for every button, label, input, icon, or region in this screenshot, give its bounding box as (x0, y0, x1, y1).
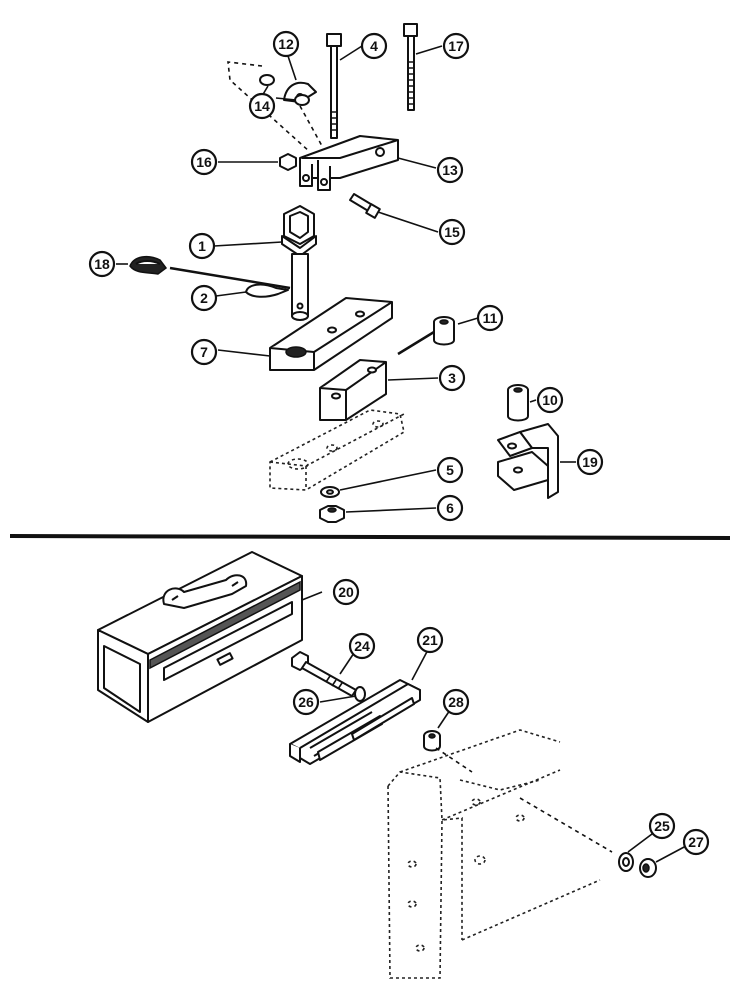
callout-17: 17 (442, 32, 470, 60)
callout-12: 12 (272, 30, 300, 58)
callout-10: 10 (536, 386, 564, 414)
callout-leaders (116, 45, 687, 863)
svg-text:3: 3 (448, 370, 456, 386)
svg-text:17: 17 (448, 38, 464, 54)
callout-6: 6 (436, 494, 464, 522)
part-20-toolbox (97, 551, 303, 723)
section-divider (9, 534, 731, 540)
svg-text:11: 11 (483, 310, 498, 326)
svg-text:2: 2 (200, 290, 208, 306)
callout-3: 3 (438, 364, 466, 392)
part-28-spacer (423, 730, 441, 752)
callout-19: 19 (576, 448, 604, 476)
part-18-lynch-pin (129, 255, 168, 275)
svg-text:16: 16 (196, 154, 212, 170)
svg-text:28: 28 (448, 694, 464, 710)
callout-20: 20 (332, 578, 360, 606)
svg-text:21: 21 (422, 632, 438, 648)
callout-14: 14 (248, 92, 276, 120)
part-21-channel (289, 679, 421, 765)
svg-text:26: 26 (298, 694, 314, 710)
svg-text:5: 5 (446, 462, 454, 478)
svg-text:1: 1 (198, 238, 206, 254)
part-16-nut (279, 153, 297, 171)
svg-text:4: 4 (370, 38, 378, 54)
svg-text:15: 15 (444, 224, 460, 240)
part-26-washer (354, 686, 366, 702)
part-24-bolt (291, 651, 357, 697)
svg-text:7: 7 (200, 344, 208, 360)
part-27-nut (639, 858, 657, 878)
svg-text:14: 14 (254, 98, 270, 114)
callout-13: 13 (436, 156, 464, 184)
callout-7: 7 (190, 338, 218, 366)
callout-24: 24 (348, 632, 376, 660)
part-14-washers (259, 74, 310, 106)
part-17-bolt (403, 23, 418, 111)
svg-text:12: 12 (278, 36, 294, 52)
part-13-bracket (299, 135, 399, 191)
part-15-bolt (349, 193, 381, 219)
part-3-block (319, 359, 387, 421)
callout-18: 18 (88, 250, 116, 278)
svg-text:19: 19 (582, 454, 598, 470)
callout-11: 11 (476, 304, 504, 332)
callout-26: 26 (292, 688, 320, 716)
callout-1: 1 (188, 232, 216, 260)
callout-2: 2 (190, 284, 218, 312)
callout-4: 4 (360, 32, 388, 60)
part-6-nut (319, 505, 345, 523)
svg-text:20: 20 (338, 584, 354, 600)
callout-21: 21 (416, 626, 444, 654)
svg-text:25: 25 (654, 818, 670, 834)
svg-text:6: 6 (446, 500, 454, 516)
callout-28: 28 (442, 688, 470, 716)
part-25-washer (618, 852, 634, 872)
svg-text:24: 24 (354, 638, 370, 654)
svg-text:10: 10 (542, 392, 558, 408)
part-19-bracket (497, 423, 559, 499)
svg-text:27: 27 (688, 834, 704, 850)
ghost-lower-plate (269, 409, 405, 491)
part-5-washer (320, 486, 340, 498)
part-2-clip (245, 283, 289, 298)
callout-25: 25 (648, 812, 676, 840)
svg-text:13: 13 (442, 162, 458, 178)
part-11-bushing (433, 316, 455, 346)
callout-15: 15 (438, 218, 466, 246)
callout-27: 27 (682, 828, 710, 856)
part-7-drawbar-plate (269, 297, 393, 371)
part-10-bushing (507, 384, 529, 422)
part-1-hitch-pin (281, 205, 317, 321)
callout-5: 5 (436, 456, 464, 484)
svg-text:18: 18 (94, 256, 110, 272)
callout-16: 16 (190, 148, 218, 176)
part-4-bolt (326, 33, 342, 139)
ghost-tractor-frame (387, 729, 601, 979)
